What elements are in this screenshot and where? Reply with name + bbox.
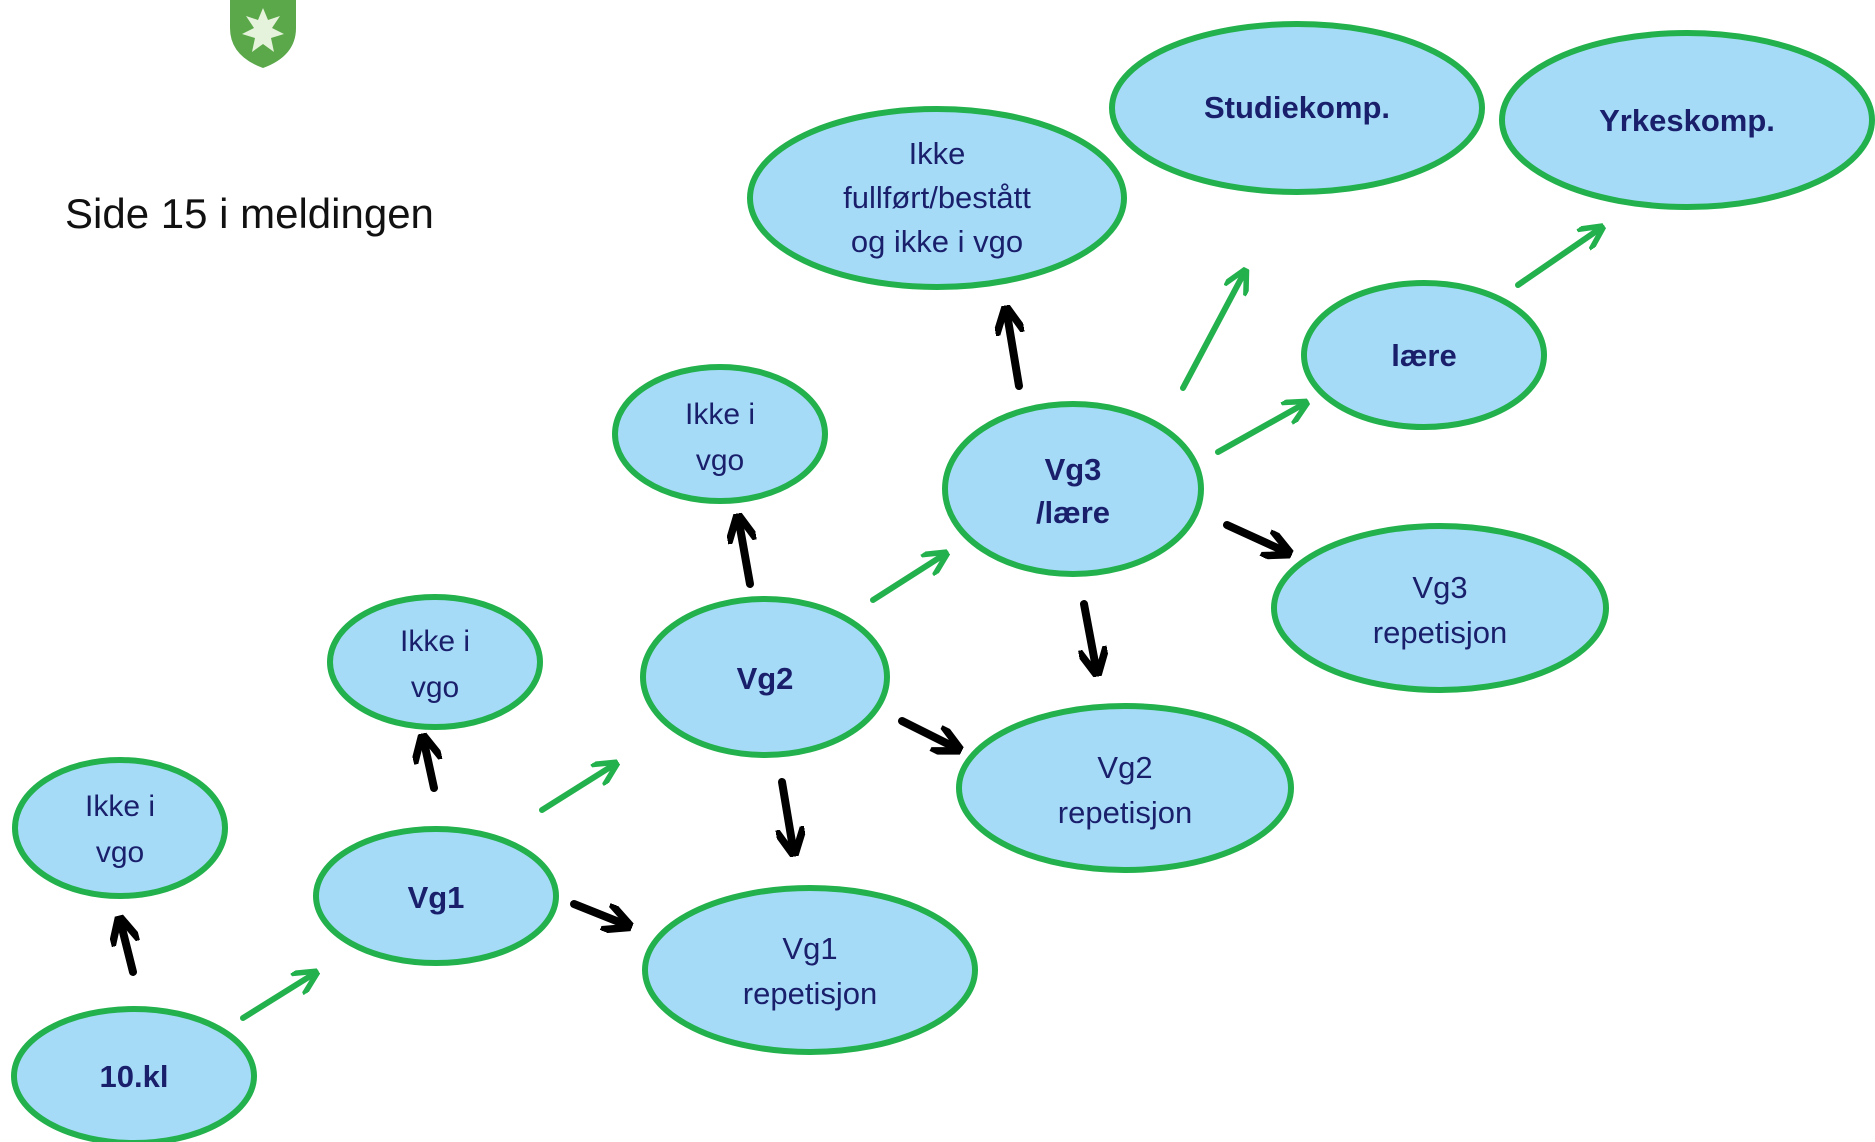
arrow-laere-to-yrkeskomp <box>1515 230 1598 288</box>
node-label: Studiekomp. <box>1204 90 1390 125</box>
node-vg3-repetisjon: Vg3 repetisjon <box>1271 523 1609 693</box>
node-vg1: Vg1 <box>313 826 559 966</box>
arrow-vg3-to-laere <box>1215 405 1302 455</box>
node-ikke-vgo-2: Ikke i vgo <box>327 594 543 730</box>
node-label: Vg3 <box>1412 570 1467 605</box>
node-label: Ikke i <box>85 790 155 823</box>
node-label: Vg2 <box>1097 750 1152 785</box>
node-label: Vg1 <box>408 880 465 915</box>
arrow-vg3-to-studiekomp <box>1180 275 1243 391</box>
arrow-vg3-to-ikke-fullfort <box>1007 314 1019 390</box>
node-label: repetisjon <box>1058 795 1192 830</box>
node-ikke-vgo-1: Ikke i vgo <box>12 757 228 899</box>
arrow-vg2-to-vg1-rep <box>782 778 793 848</box>
node-label: repetisjon <box>743 976 877 1011</box>
node-label: Yrkeskomp. <box>1599 103 1775 138</box>
arrow-vg1-to-ikke-vgo <box>424 742 434 792</box>
node-label: repetisjon <box>1373 615 1507 650</box>
node-ikke-vgo-3: Ikke i vgo <box>612 364 828 504</box>
node-label: Ikke i <box>685 398 755 431</box>
node-label: Vg3 <box>1045 452 1102 487</box>
node-label: vgo <box>411 671 459 704</box>
node-label: lære <box>1391 338 1456 373</box>
node-label: vgo <box>96 836 144 869</box>
arrow-vg2-to-vg2-rep <box>898 717 954 747</box>
arrow-vg2-to-ikke-vgo <box>739 522 750 588</box>
arrow-10kl-to-ikke-vgo <box>121 924 133 976</box>
node-vg1-repetisjon: Vg1 repetisjon <box>642 885 978 1055</box>
arrow-vg1-to-vg1-rep <box>570 900 624 924</box>
arrow-vg1-to-vg2 <box>539 766 612 813</box>
node-studiekomp: Studiekomp. <box>1109 21 1485 195</box>
node-10kl: 10.kl <box>11 1006 257 1142</box>
page-note: Side 15 i meldingen <box>65 190 434 237</box>
node-vg3-laere: Vg3 /lære <box>942 401 1204 577</box>
arrow-10kl-to-vg1 <box>240 975 312 1021</box>
exit-arrows <box>121 314 1284 976</box>
node-yrkeskomp: Yrkeskomp. <box>1499 30 1875 210</box>
arrow-vg3-to-vg3-rep <box>1223 521 1284 551</box>
node-label: fullført/bestått <box>843 180 1031 215</box>
progress-arrows <box>240 230 1598 1021</box>
node-label: Ikke i <box>400 625 470 658</box>
node-ikke-fullfort: Ikke fullført/bestått og ikke i vgo <box>747 106 1127 290</box>
node-label: Vg2 <box>737 661 794 696</box>
node-vg2-repetisjon: Vg2 repetisjon <box>956 703 1294 873</box>
node-laere: lære <box>1301 280 1547 430</box>
arrow-vg2-to-vg3 <box>870 556 942 603</box>
node-label: 10.kl <box>100 1059 169 1094</box>
arrow-vg3-to-vg2-rep <box>1084 600 1096 668</box>
coat-of-arms-icon <box>230 0 296 68</box>
node-vg2: Vg2 <box>640 596 890 758</box>
node-label: Vg1 <box>782 931 837 966</box>
node-label: Ikke <box>909 136 966 171</box>
node-label: /lære <box>1036 495 1110 530</box>
node-label: vgo <box>696 444 744 477</box>
node-label: og ikke i vgo <box>851 224 1023 259</box>
